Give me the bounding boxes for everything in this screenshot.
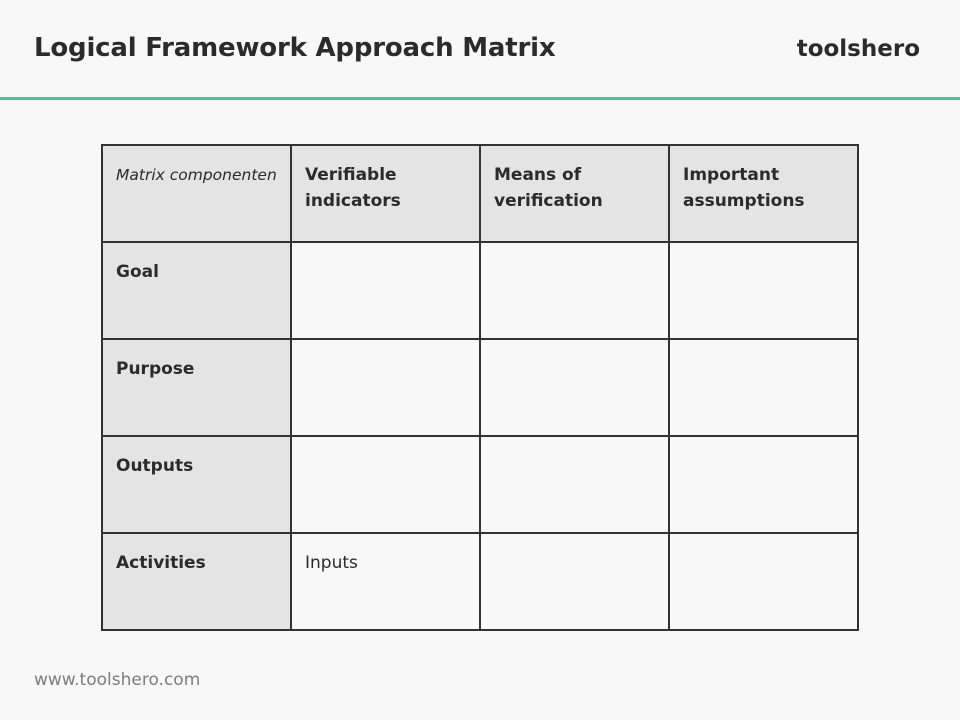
matrix-corner-cell: Matrix componenten <box>101 144 292 243</box>
footer-url: www.toolshero.com <box>34 670 201 690</box>
matrix-header-row: Matrix componenten Verifiable indicators… <box>101 144 859 243</box>
matrix-cell <box>479 435 670 534</box>
matrix-cell <box>290 435 481 534</box>
header-bar: Logical Framework Approach Matrix toolsh… <box>0 0 960 100</box>
matrix-column-header: Important assumptions <box>668 144 859 243</box>
matrix-cell <box>668 241 859 340</box>
matrix-row-label: Outputs <box>101 435 292 534</box>
matrix-row-activities: Activities Inputs <box>101 532 859 631</box>
brand-logo: toolshero <box>796 36 920 62</box>
matrix-column-header: Verifiable indicators <box>290 144 481 243</box>
logframe-matrix: Matrix componenten Verifiable indicators… <box>101 144 859 631</box>
matrix-cell <box>290 338 481 437</box>
matrix-row-purpose: Purpose <box>101 338 859 437</box>
matrix-row-label: Activities <box>101 532 292 631</box>
matrix-column-header: Means of verification <box>479 144 670 243</box>
matrix-cell <box>479 532 670 631</box>
matrix-cell <box>668 435 859 534</box>
matrix-cell <box>290 241 481 340</box>
page-title: Logical Framework Approach Matrix <box>34 33 556 63</box>
matrix-row-label: Purpose <box>101 338 292 437</box>
matrix-cell <box>479 338 670 437</box>
matrix-row-label: Goal <box>101 241 292 340</box>
matrix-cell <box>479 241 670 340</box>
matrix-cell <box>668 532 859 631</box>
matrix-row-goal: Goal <box>101 241 859 340</box>
matrix-cell <box>668 338 859 437</box>
matrix-cell: Inputs <box>290 532 481 631</box>
matrix-row-outputs: Outputs <box>101 435 859 534</box>
